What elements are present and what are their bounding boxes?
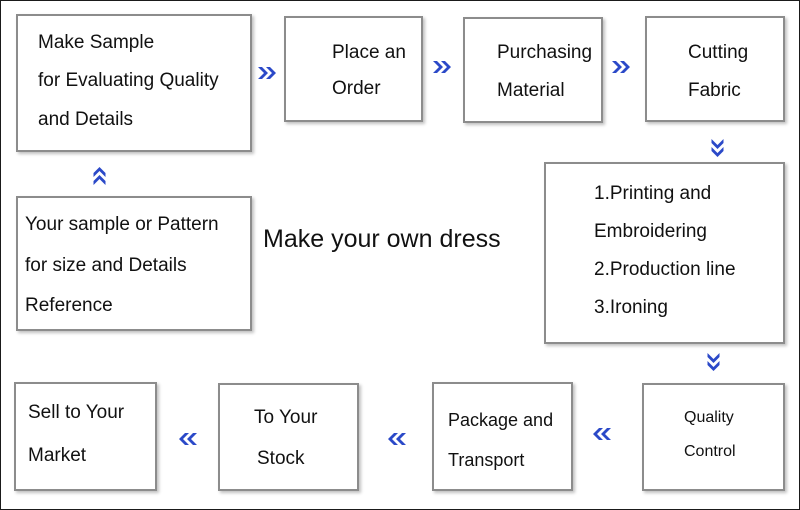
step-to-stock: To Your Stock — [218, 383, 359, 491]
arrow-down-2-icon — [705, 352, 722, 372]
step-quality-line-2: Control — [684, 443, 736, 460]
step-stock-line-1: To Your — [254, 407, 318, 428]
step-sell-market: Sell to Your Market — [14, 382, 157, 491]
step-place-order: Place an Order — [284, 16, 423, 122]
arrow-right-2-icon — [432, 60, 452, 74]
step-package-transport: Package and Transport — [432, 382, 573, 491]
step-production-line-3: 2.Production line — [594, 259, 736, 280]
step-purchasing-line-1: Purchasing — [497, 42, 593, 63]
arrow-right-1-icon — [257, 66, 277, 80]
step-purchasing-line-2: Material — [497, 80, 565, 101]
step-package-line-2: Transport — [448, 450, 525, 470]
step-cutting-line-1: Cutting — [688, 42, 749, 63]
arrow-left-1-icon — [592, 427, 612, 441]
step-cutting-fabric: Cutting Fabric — [645, 16, 785, 122]
step-sell-line-1: Sell to Your — [28, 402, 125, 423]
arrow-right-3-icon — [611, 60, 631, 74]
step-cutting-line-2: Fabric — [688, 80, 741, 101]
diagram-title: Make your own dress — [263, 225, 501, 253]
step-production: 1.Printing and Embroidering 2.Production… — [544, 162, 785, 344]
step-make-sample-line-2: for Evaluating Quality — [38, 70, 219, 91]
step-your-sample-line-2: for size and Details — [25, 255, 187, 276]
step-make-sample-line-3: and Details — [38, 109, 134, 130]
step-purchasing-material: Purchasing Material — [463, 17, 603, 123]
step-package-line-1: Package and — [448, 410, 554, 430]
arrow-down-1-icon — [709, 138, 726, 158]
step-place-order-line-1: Place an — [332, 42, 406, 63]
step-production-line-2: Embroidering — [594, 221, 707, 242]
step-production-line-1: 1.Printing and — [594, 183, 712, 204]
arrow-left-3-icon — [178, 432, 198, 446]
step-your-sample-line-1: Your sample or Pattern — [25, 214, 219, 235]
step-production-line-4: 3.Ironing — [594, 297, 668, 318]
step-sell-line-2: Market — [28, 445, 87, 466]
step-quality-control: Quality Control — [642, 383, 785, 491]
step-make-sample-line-1: Make Sample — [38, 32, 155, 53]
step-quality-line-1: Quality — [684, 409, 734, 426]
arrow-left-2-icon — [387, 432, 407, 446]
step-your-sample-line-3: Reference — [25, 295, 113, 316]
arrow-up-icon — [91, 166, 108, 186]
step-stock-line-2: Stock — [257, 448, 305, 469]
step-your-sample: Your sample or Pattern for size and Deta… — [16, 196, 252, 331]
step-make-sample: Make Sample for Evaluating Quality and D… — [16, 14, 252, 152]
step-place-order-line-2: Order — [332, 78, 381, 99]
